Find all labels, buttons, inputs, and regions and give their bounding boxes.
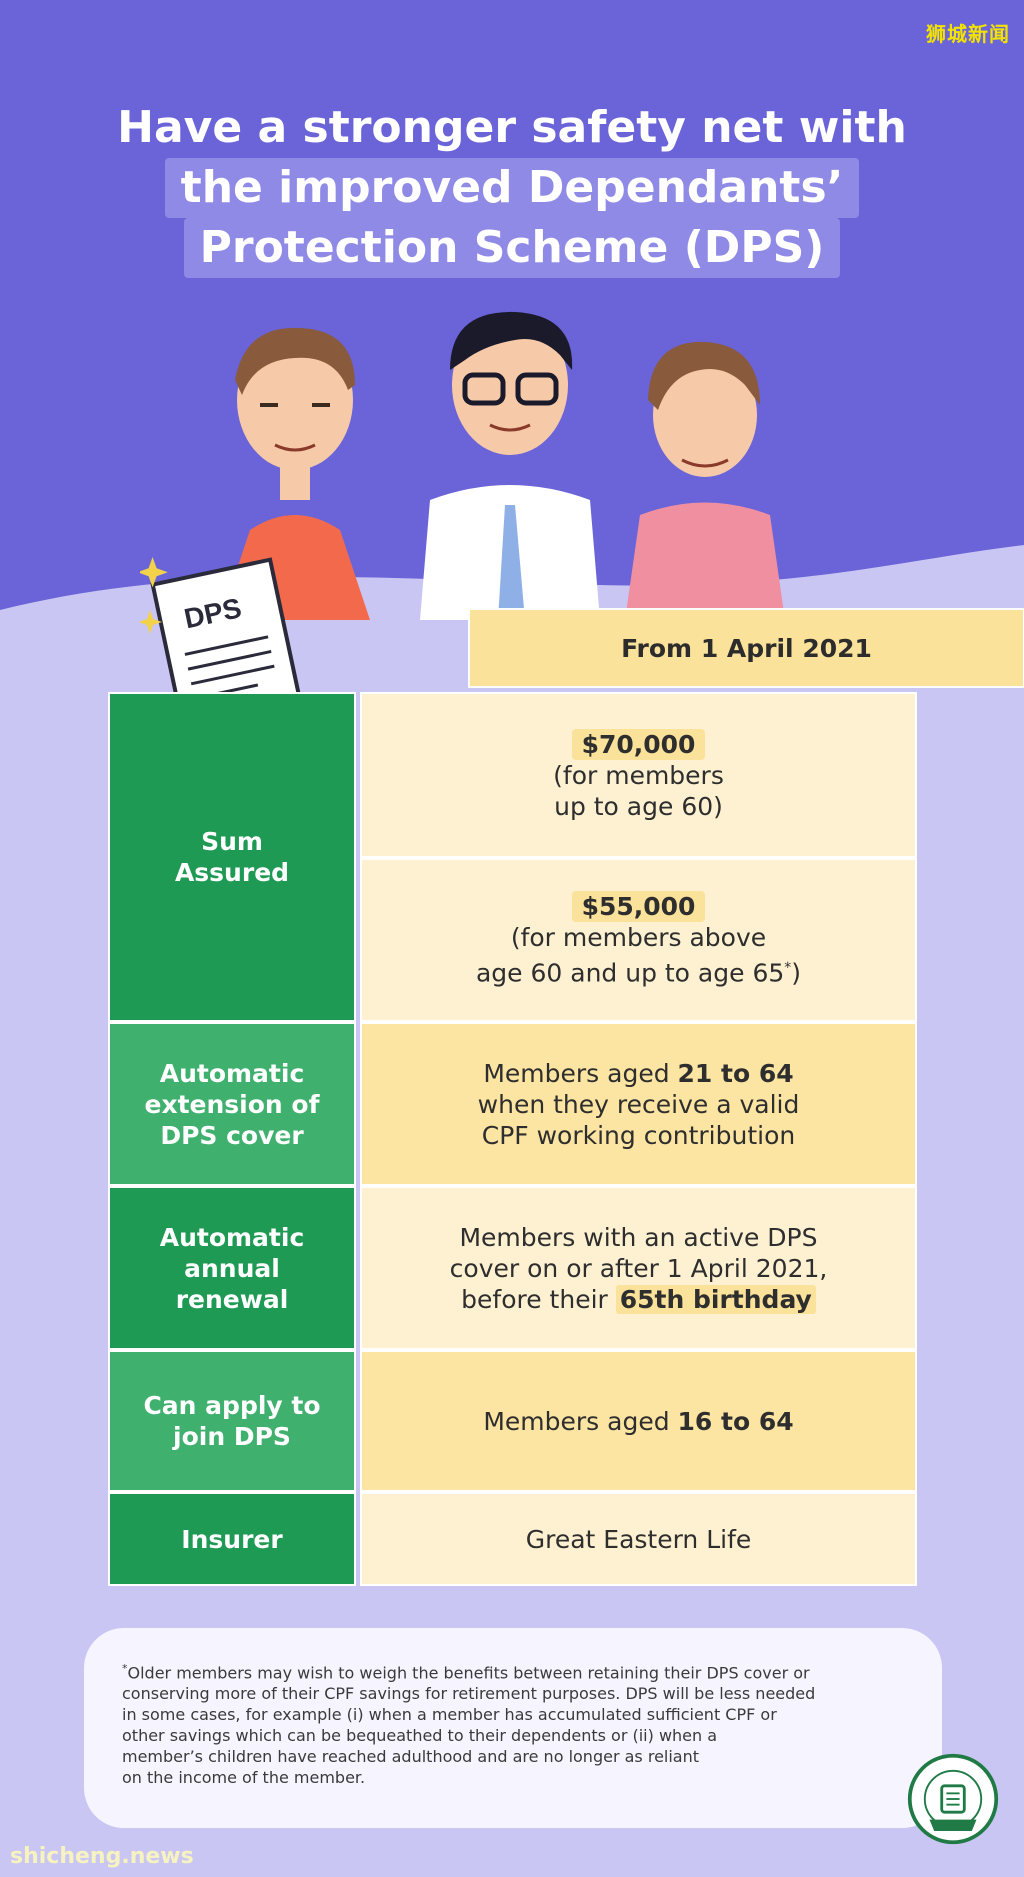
table-row-insurer: Insurer Great Eastern Life xyxy=(108,1492,1024,1586)
can-apply-value: Members aged 16 to 64 xyxy=(360,1350,917,1492)
footnote-box: *Older members may wish to weigh the ben… xyxy=(84,1628,942,1828)
title-line-1: Have a stronger safety net with xyxy=(117,102,907,153)
family-illustration xyxy=(220,311,785,620)
mother-figure xyxy=(625,341,785,620)
father-figure xyxy=(220,327,370,620)
cpf-board-seal-logo xyxy=(907,1753,999,1845)
son-figure xyxy=(420,311,600,620)
sum-assured-tier-2: $55,000 (for members above age 60 and up… xyxy=(360,858,917,1022)
title-line-3: Protection Scheme (DPS) xyxy=(183,218,841,278)
insurer-value: Great Eastern Life xyxy=(360,1492,917,1586)
label-insurer: Insurer xyxy=(108,1492,356,1586)
title-line-2: the improved Dependants’ xyxy=(164,158,860,218)
table-header: From 1 April 2021 xyxy=(468,608,1024,688)
sum-assured-tier-1: $70,000 (for members up to age 60) xyxy=(360,692,917,858)
amount-55000: $55,000 xyxy=(571,891,706,923)
footnote-text: *Older members may wish to weigh the ben… xyxy=(122,1662,816,1788)
watermark-bottom: shicheng.news xyxy=(10,1844,194,1869)
automatic-renewal-value: Members with an active DPS cover on or a… xyxy=(360,1186,917,1350)
amount-70000: $70,000 xyxy=(571,728,706,760)
automatic-extension-value: Members aged 21 to 64 when they receive … xyxy=(360,1022,917,1186)
dps-document-illustration: DPS xyxy=(140,557,304,734)
watermark-top: 狮城新闻 xyxy=(926,22,1010,46)
page-title: Have a stronger safety net with the impr… xyxy=(0,98,1024,278)
